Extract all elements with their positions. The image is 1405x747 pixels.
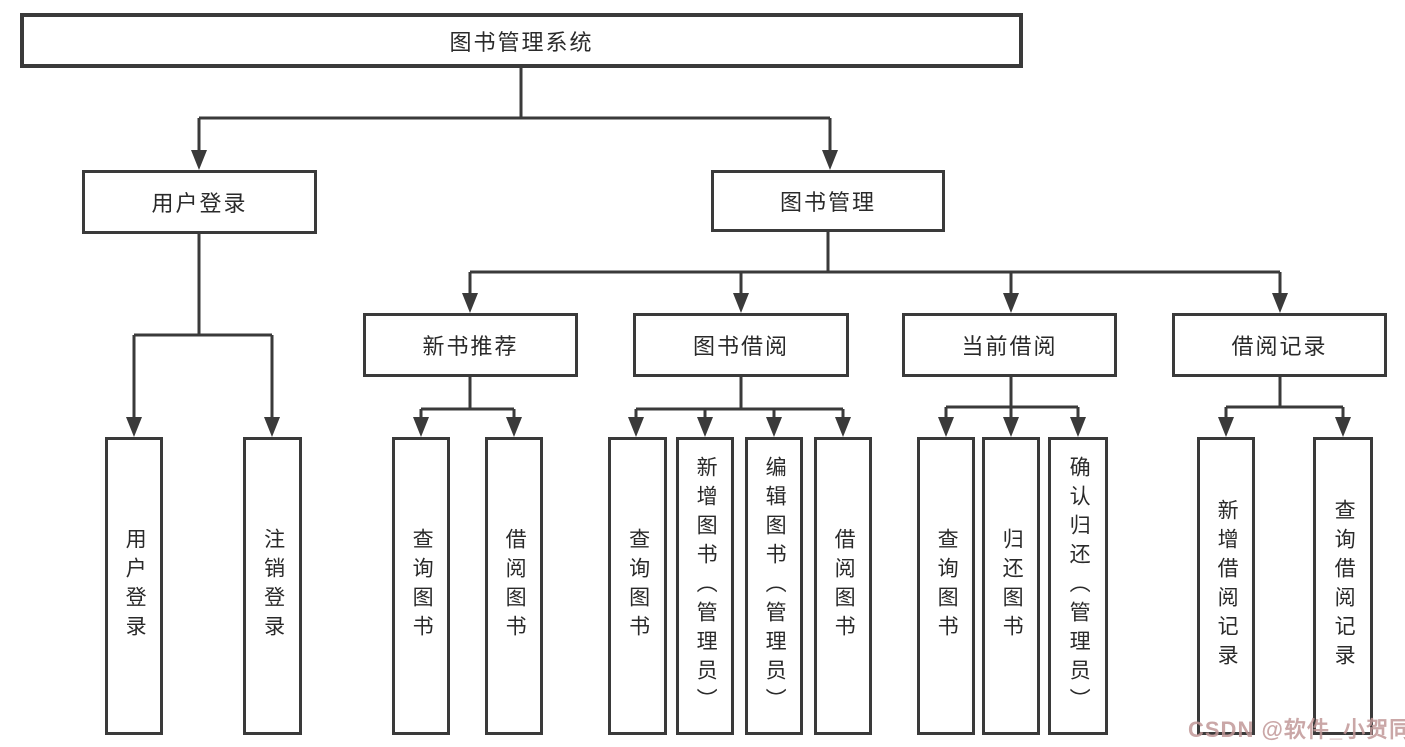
node-nb-query-books-label: 查询图书 — [410, 528, 434, 644]
node-system-root-label: 图书管理系统 — [449, 29, 594, 55]
node-book-borrowing: 图书借阅 — [633, 313, 849, 377]
node-nb-query-books: 查询图书 — [392, 437, 450, 735]
node-bb-borrow-books: 借阅图书 — [814, 437, 872, 735]
node-user-login-leaf: 用户登录 — [105, 437, 163, 735]
node-current-borrowing: 当前借阅 — [902, 313, 1117, 377]
node-bb-edit-books-admin: 编辑图书（管理员） — [745, 437, 803, 735]
node-cb-query-books-label: 查询图书 — [935, 528, 959, 644]
node-bb-query-books: 查询图书 — [608, 437, 667, 735]
node-book-management-label: 图书管理 — [779, 190, 876, 215]
node-new-book-recommend: 新书推荐 — [363, 313, 578, 377]
node-user-login-label: 用户登录 — [151, 191, 248, 216]
node-bb-borrow-books-label: 借阅图书 — [832, 528, 856, 644]
node-current-borrowing-label: 当前借阅 — [961, 334, 1058, 359]
node-cb-confirm-return-admin: 确认归还（管理员） — [1048, 437, 1108, 735]
node-bb-edit-books-admin-label: 编辑图书（管理员） — [763, 455, 787, 717]
watermark: CSDN @软件_小贺同学 — [1188, 717, 1405, 742]
node-borrowing-records: 借阅记录 — [1172, 313, 1387, 377]
node-new-book-recommend-label: 新书推荐 — [422, 334, 519, 359]
node-user-login: 用户登录 — [82, 170, 317, 234]
node-logout-label: 注销登录 — [261, 528, 285, 644]
node-nb-borrow-books-label: 借阅图书 — [503, 528, 527, 644]
node-user-login-leaf-label: 用户登录 — [123, 528, 147, 644]
node-br-query-record-label: 查询借阅记录 — [1332, 499, 1356, 673]
node-cb-confirm-return-admin-label: 确认归还（管理员） — [1067, 455, 1091, 717]
node-nb-borrow-books: 借阅图书 — [485, 437, 543, 735]
node-borrowing-records-label: 借阅记录 — [1231, 334, 1328, 359]
node-book-management: 图书管理 — [711, 170, 945, 232]
node-logout: 注销登录 — [243, 437, 302, 735]
node-br-query-record: 查询借阅记录 — [1313, 437, 1373, 735]
node-cb-return-books: 归还图书 — [982, 437, 1040, 735]
node-cb-query-books: 查询图书 — [917, 437, 975, 735]
node-br-add-record-label: 新增借阅记录 — [1215, 499, 1239, 673]
node-book-borrowing-label: 图书借阅 — [692, 334, 789, 359]
node-bb-query-books-label: 查询图书 — [626, 528, 650, 644]
node-bb-add-books-admin: 新增图书（管理员） — [676, 437, 734, 735]
node-cb-return-books-label: 归还图书 — [1000, 528, 1024, 644]
node-system-root: 图书管理系统 — [20, 13, 1023, 68]
node-br-add-record: 新增借阅记录 — [1197, 437, 1255, 735]
node-bb-add-books-admin-label: 新增图书（管理员） — [694, 455, 718, 717]
